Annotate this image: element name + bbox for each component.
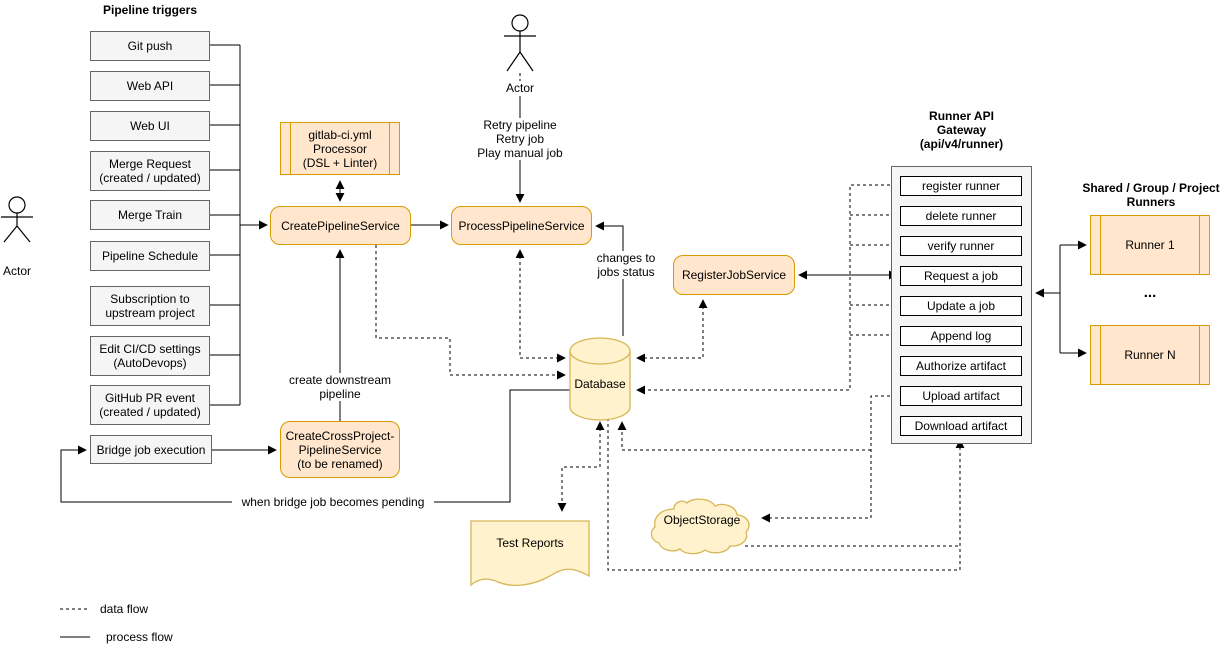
endpoint-delete-runner: delete runner: [900, 206, 1022, 226]
gitlab-ci-processor-box: gitlab-ci.yml Processor (DSL + Linter): [280, 122, 400, 175]
process-pipeline-service-box: ProcessPipelineService: [451, 206, 592, 245]
runner-1-box: Runner 1: [1090, 215, 1210, 275]
endpoint-authorize-artifact: Authorize artifact: [900, 356, 1022, 376]
trigger-web-api: Web API: [90, 71, 210, 101]
actor-left-label: Actor: [2, 264, 31, 278]
trigger-edit-cicd: Edit CI/CD settings (AutoDevops): [90, 336, 210, 376]
trigger-pipeline-schedule: Pipeline Schedule: [90, 241, 210, 271]
legend-data-flow-label: data flow: [100, 602, 149, 616]
endpoint-download-artifact: Download artifact: [900, 416, 1022, 436]
pipeline-triggers-title: Pipeline triggers: [102, 3, 198, 17]
endpoint-request-job: Request a job: [900, 266, 1022, 286]
create-cross-project-service-box: CreateCrossProject- PipelineService (to …: [280, 421, 400, 478]
database-shape: Database: [569, 337, 631, 421]
object-storage-label: ObjectStorage: [663, 513, 741, 527]
gateway-title: Runner API Gateway (api/v4/runner): [919, 109, 1004, 151]
database-label: Database: [574, 377, 626, 391]
object-storage-shape: ObjectStorage: [646, 486, 758, 556]
trigger-git-push: Git push: [90, 31, 210, 61]
runners-title: Shared / Group / Project Runners: [1082, 181, 1220, 209]
trigger-subscription: Subscription to upstream project: [90, 286, 210, 326]
legend-process-flow-label: process flow: [106, 630, 173, 644]
actor-top-icon: [504, 14, 536, 72]
actor-left-icon: [1, 196, 33, 243]
retry-annotation: Retry pipeline Retry job Play manual job: [466, 118, 574, 160]
trigger-merge-request: Merge Request (created / updated): [90, 151, 210, 191]
trigger-bridge-job: Bridge job execution: [90, 435, 212, 464]
endpoint-register-runner: register runner: [900, 176, 1022, 196]
changes-annotation: changes to jobs status: [584, 251, 668, 279]
database-cylinder-icon: [569, 337, 631, 421]
create-pipeline-service-box: CreatePipelineService: [270, 206, 411, 245]
endpoint-update-job: Update a job: [900, 296, 1022, 316]
endpoint-append-log: Append log: [900, 326, 1022, 346]
runner-n-box: Runner N: [1090, 325, 1210, 385]
register-job-service-box: RegisterJobService: [673, 255, 795, 295]
when-bridge-annotation: when bridge job becomes pending: [232, 495, 434, 509]
actor-top-label: Actor: [505, 81, 534, 95]
trigger-merge-train: Merge Train: [90, 200, 210, 230]
test-reports-shape: Test Reports: [470, 520, 590, 588]
runners-ellipsis: ...: [1143, 284, 1157, 301]
document-icon: [470, 520, 590, 587]
endpoint-verify-runner: verify runner: [900, 236, 1022, 256]
trigger-web-ui: Web UI: [90, 111, 210, 141]
cloud-icon: [650, 498, 750, 555]
trigger-github-pr: GitHub PR event (created / updated): [90, 385, 210, 425]
create-downstream-annotation: create downstream pipeline: [284, 373, 396, 401]
test-reports-label: Test Reports: [496, 536, 564, 550]
endpoint-upload-artifact: Upload artifact: [900, 386, 1022, 406]
